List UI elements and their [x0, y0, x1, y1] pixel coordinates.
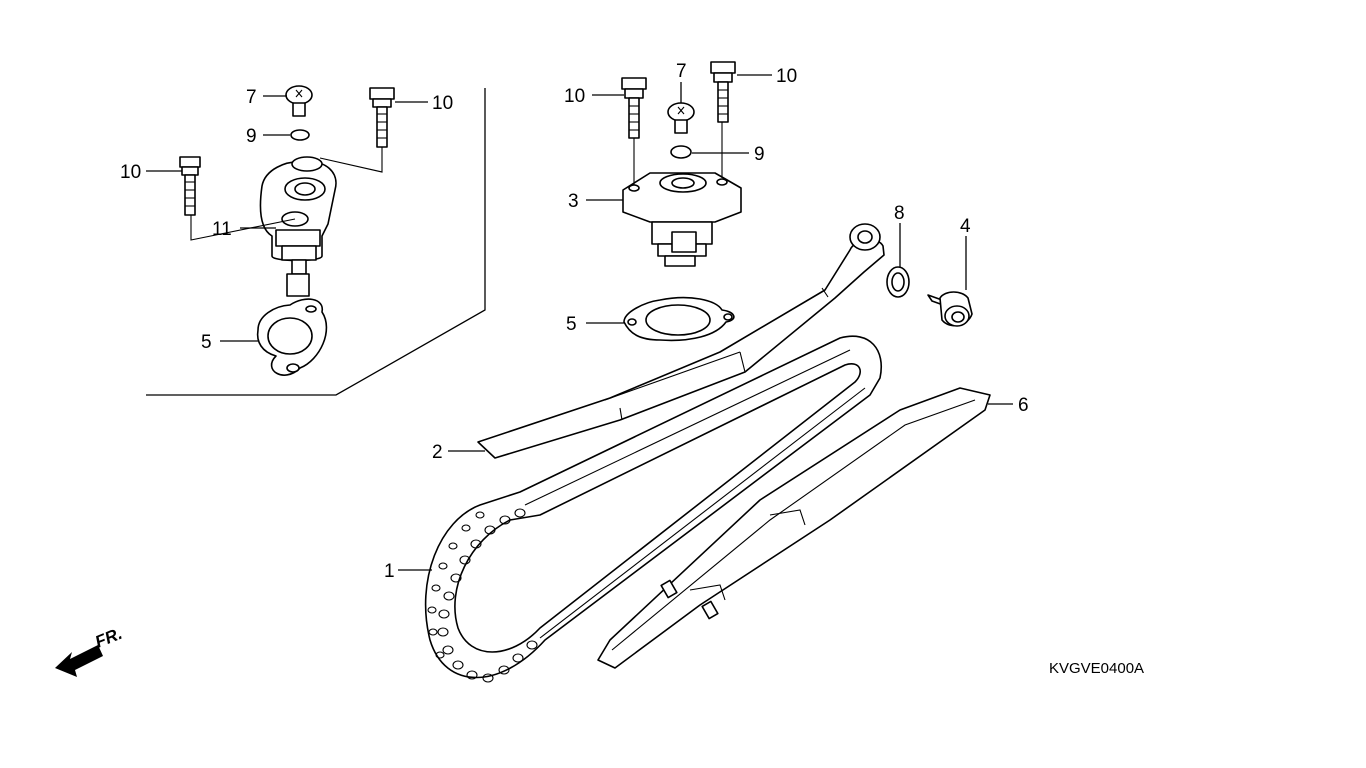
callout-1: 1 [384, 561, 395, 582]
cap-bolt-right-7 [667, 102, 695, 134]
cap-bolt-left-7 [285, 85, 313, 117]
callout-9: 9 [246, 126, 257, 147]
callout-2: 2 [432, 442, 443, 463]
tensioner-variant-11 [259, 156, 337, 297]
callout-7: 7 [246, 87, 257, 108]
diagram-code: KVGVE0400A [1049, 660, 1144, 677]
callout-5: 5 [566, 314, 577, 335]
callout-3: 3 [568, 191, 579, 212]
callout-6: 6 [1018, 395, 1029, 416]
washer-8 [886, 266, 910, 298]
callout-10: 10 [120, 162, 141, 183]
bolt-left-10a [179, 156, 201, 216]
inset-border [146, 88, 486, 396]
callout-5: 5 [201, 332, 212, 353]
bolt-left-10b [369, 87, 395, 148]
front-direction-arrow-icon: FR. [55, 624, 125, 677]
callout-7: 7 [676, 61, 687, 82]
gasket-right [623, 296, 735, 342]
oring-left-9 [290, 129, 310, 141]
callout-8: 8 [894, 203, 905, 224]
tensioner-slipper-2 [477, 223, 885, 459]
callout-9: 9 [754, 144, 765, 165]
callout-10: 10 [776, 66, 797, 87]
pivot-bolt-4 [927, 291, 973, 327]
bolt-right-10c [621, 77, 647, 139]
chain-guide-6 [597, 387, 991, 669]
front-label: FR. [92, 624, 125, 652]
callout-10: 10 [564, 86, 585, 107]
cam-chain-1 [424, 335, 882, 683]
leader-lines [146, 74, 1013, 571]
callout-10: 10 [432, 93, 453, 114]
bolt-right-10d [710, 61, 736, 123]
tensioner-lifter-3 [622, 172, 742, 267]
gasket-left [256, 298, 328, 376]
oring-right-9 [670, 145, 692, 159]
callout-4: 4 [960, 216, 971, 237]
callout-11: 11 [212, 219, 232, 240]
